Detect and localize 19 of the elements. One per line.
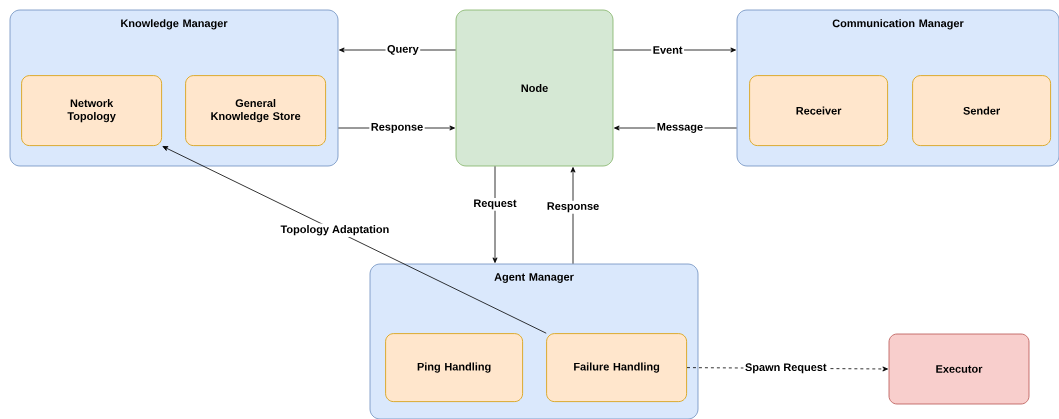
component-box: Failure Handling <box>546 333 687 402</box>
component-box: Receiver <box>749 75 888 146</box>
component-box: Network Topology <box>21 75 162 146</box>
component-box: Sender <box>912 75 1051 146</box>
edge-label: Response <box>545 200 601 214</box>
edge-label: Response <box>369 121 425 135</box>
component-box: General Knowledge Store <box>185 75 326 146</box>
edge-label: Request <box>471 197 519 211</box>
node-box: Node <box>455 9 614 167</box>
edge-label: Event <box>651 44 685 56</box>
edge-label: Topology Adaptation <box>279 223 391 237</box>
executor-box: Executor <box>888 333 1030 405</box>
arrow <box>570 167 576 264</box>
edge-label: Message <box>655 121 705 135</box>
arrow <box>492 166 498 263</box>
arrow <box>162 146 547 334</box>
edge-label: Query <box>385 43 421 57</box>
component-box: Ping Handling <box>385 333 523 402</box>
edge-label: Spawn Request <box>743 361 829 375</box>
